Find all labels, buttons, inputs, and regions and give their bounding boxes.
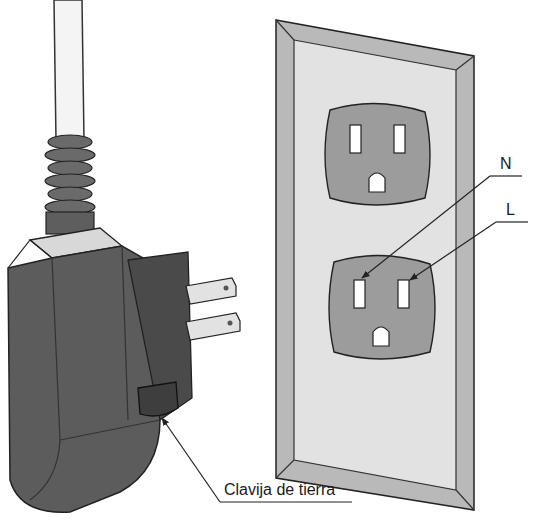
wall-plate-frame [276, 20, 474, 510]
plug-blade [186, 313, 240, 340]
terminal-label: L [506, 201, 515, 219]
label-underline [220, 501, 352, 502]
receptacle-bottom [329, 255, 435, 359]
plug-face [128, 252, 192, 420]
leader-line [362, 176, 490, 278]
label-underline [490, 175, 522, 176]
leader-line [410, 222, 496, 280]
receptacle-top [325, 103, 430, 205]
terminal-label: N [500, 155, 512, 173]
label-underline [496, 221, 528, 222]
outlet [276, 20, 528, 510]
cord [54, 0, 84, 140]
strain-relief [45, 135, 95, 234]
part-label: Clavija de tierra [224, 481, 335, 499]
plug-blade [186, 278, 236, 304]
leader-line [162, 418, 220, 502]
ground-pin [138, 382, 178, 416]
